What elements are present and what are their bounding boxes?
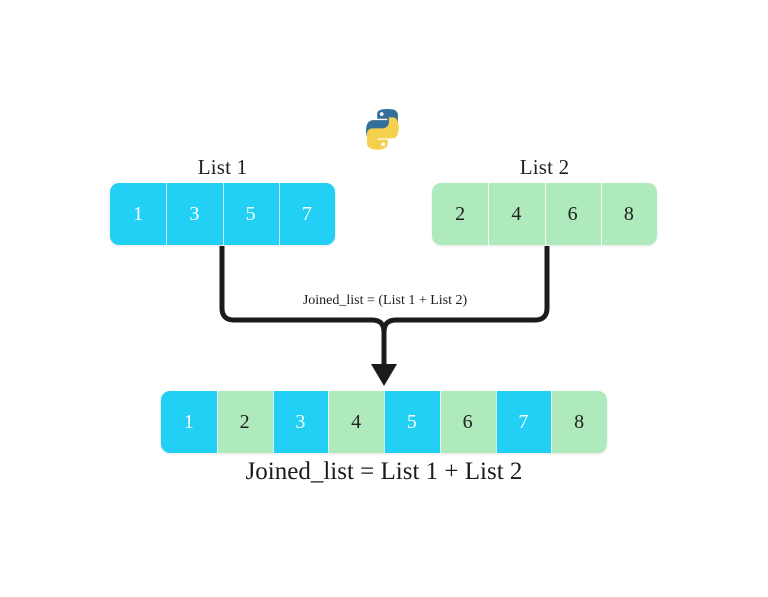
list2-cell: 6 [544, 183, 601, 245]
list2-label: List 2 [519, 155, 570, 179]
joined-list-box: 1 2 3 4 5 6 7 8 [161, 391, 607, 453]
list1-cell: 3 [166, 183, 223, 245]
list1-cell: 1 [110, 183, 167, 245]
joined-list-cell: 7 [495, 391, 552, 453]
list1-box: 1 3 5 7 [110, 183, 335, 245]
joined-list-cell: 5 [384, 391, 440, 453]
joined-list-cell: 6 [439, 391, 496, 453]
joined-list-cell: 2 [216, 391, 273, 453]
python-logo-icon [362, 108, 400, 150]
list1-label: List 1 [197, 155, 248, 179]
joined-list-cell: 1 [161, 391, 217, 453]
list2-cell: 2 [432, 183, 489, 245]
joined-list-caption: Joined_list = List 1 + List 2 [245, 458, 523, 485]
joined-list-cell: 4 [328, 391, 384, 453]
list2-cell: 4 [488, 183, 545, 245]
joined-list-cell: 3 [272, 391, 329, 453]
joined-list-cell: 8 [551, 391, 607, 453]
connector-label: Joined_list = (List 1 + List 2) [302, 293, 468, 308]
list2-cell: 8 [600, 183, 657, 245]
list1-cell: 5 [222, 183, 279, 245]
list1-cell: 7 [278, 183, 335, 245]
list2-box: 2 4 6 8 [432, 183, 657, 245]
